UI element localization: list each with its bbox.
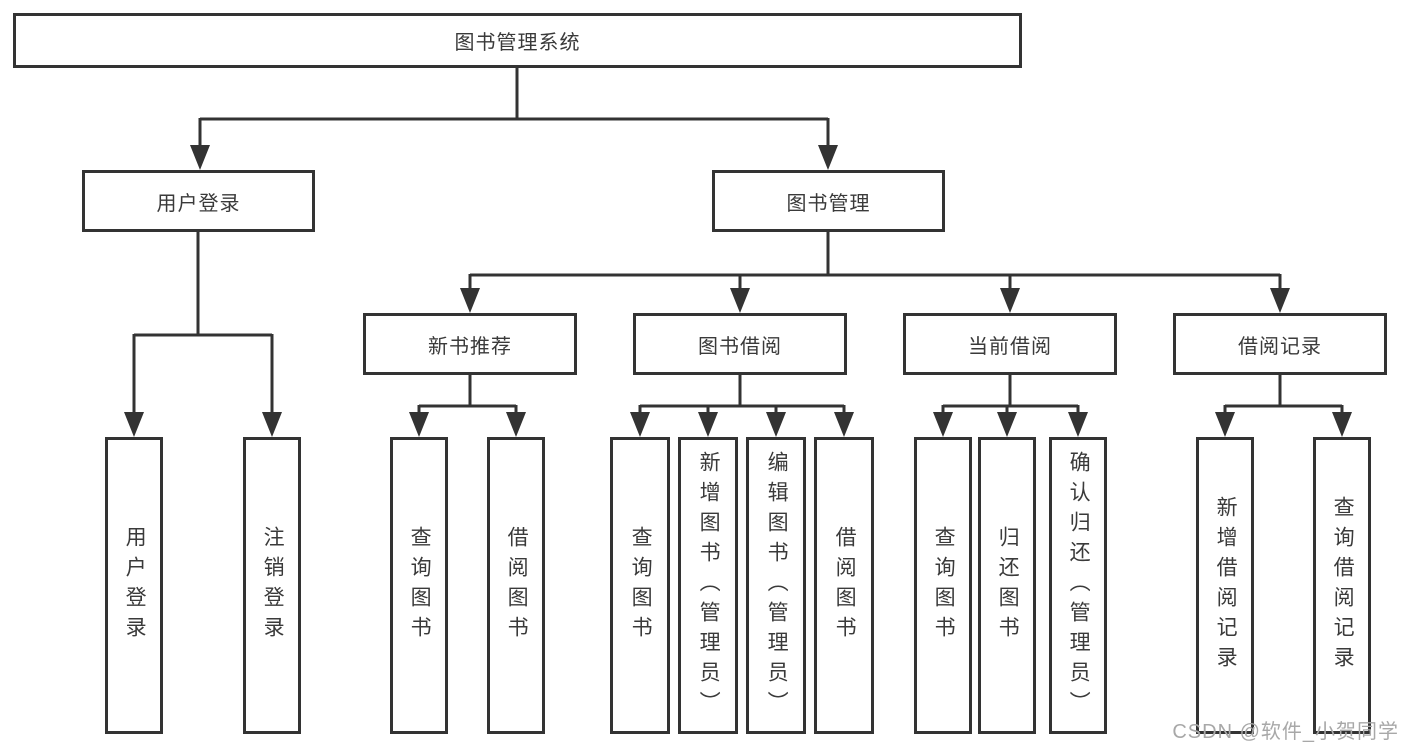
node-book-management: 图书管理: [712, 170, 945, 232]
leaf-return-book: 归还图书: [978, 437, 1036, 734]
leaf-borrow-query-book-label: 查询图书: [629, 525, 653, 646]
node-borrow-records-label: 借阅记录: [1238, 335, 1322, 358]
node-current-borrow-label: 当前借阅: [968, 335, 1052, 358]
leaf-recommend-query-book: 查询图书: [390, 437, 448, 734]
leaf-borrow-book-label: 借阅图书: [833, 525, 857, 646]
leaf-logout-label: 注销登录: [261, 525, 285, 646]
leaf-query-borrow-record: 查询借阅记录: [1313, 437, 1371, 734]
leaf-user-login-label: 用户登录: [123, 525, 147, 646]
node-book-management-label: 图书管理: [786, 192, 871, 215]
node-book-borrow: 图书借阅: [633, 313, 847, 375]
node-borrow-records: 借阅记录: [1173, 313, 1387, 375]
leaf-add-borrow-record: 新增借阅记录: [1196, 437, 1254, 734]
leaf-user-login: 用户登录: [105, 437, 163, 734]
node-library-system-label: 图书管理系统: [454, 32, 581, 54]
leaf-recommend-borrow-book-label: 借阅图书: [505, 525, 529, 646]
leaf-borrow-book: 借阅图书: [814, 437, 874, 734]
node-new-book-recommend: 新书推荐: [363, 313, 577, 375]
leaf-logout: 注销登录: [243, 437, 301, 734]
leaf-add-book-admin: 新增图书（管理员）: [678, 437, 738, 734]
watermark-text: CSDN @软件_小贺同学: [1172, 721, 1399, 743]
leaf-current-query-book: 查询图书: [914, 437, 972, 734]
leaf-recommend-query-book-label: 查询图书: [408, 525, 432, 646]
node-library-system: 图书管理系统: [13, 13, 1022, 68]
leaf-add-book-admin-label: 新增图书（管理员）: [697, 450, 721, 721]
leaf-recommend-borrow-book: 借阅图书: [487, 437, 545, 734]
node-new-book-recommend-label: 新书推荐: [428, 335, 512, 358]
leaf-return-book-label: 归还图书: [996, 525, 1020, 646]
leaf-confirm-return-admin: 确认归还（管理员）: [1049, 437, 1107, 734]
leaf-borrow-query-book: 查询图书: [610, 437, 670, 734]
node-user-login: 用户登录: [82, 170, 315, 232]
leaf-query-borrow-record-label: 查询借阅记录: [1331, 495, 1355, 676]
leaf-edit-book-admin: 编辑图书（管理员）: [746, 437, 806, 734]
leaf-current-query-book-label: 查询图书: [932, 525, 956, 646]
node-book-borrow-label: 图书借阅: [698, 335, 782, 358]
node-current-borrow: 当前借阅: [903, 313, 1117, 375]
leaf-add-borrow-record-label: 新增借阅记录: [1214, 495, 1238, 676]
node-user-login-label: 用户登录: [156, 192, 241, 215]
leaf-confirm-return-admin-label: 确认归还（管理员）: [1067, 450, 1091, 721]
leaf-edit-book-admin-label: 编辑图书（管理员）: [765, 450, 789, 721]
